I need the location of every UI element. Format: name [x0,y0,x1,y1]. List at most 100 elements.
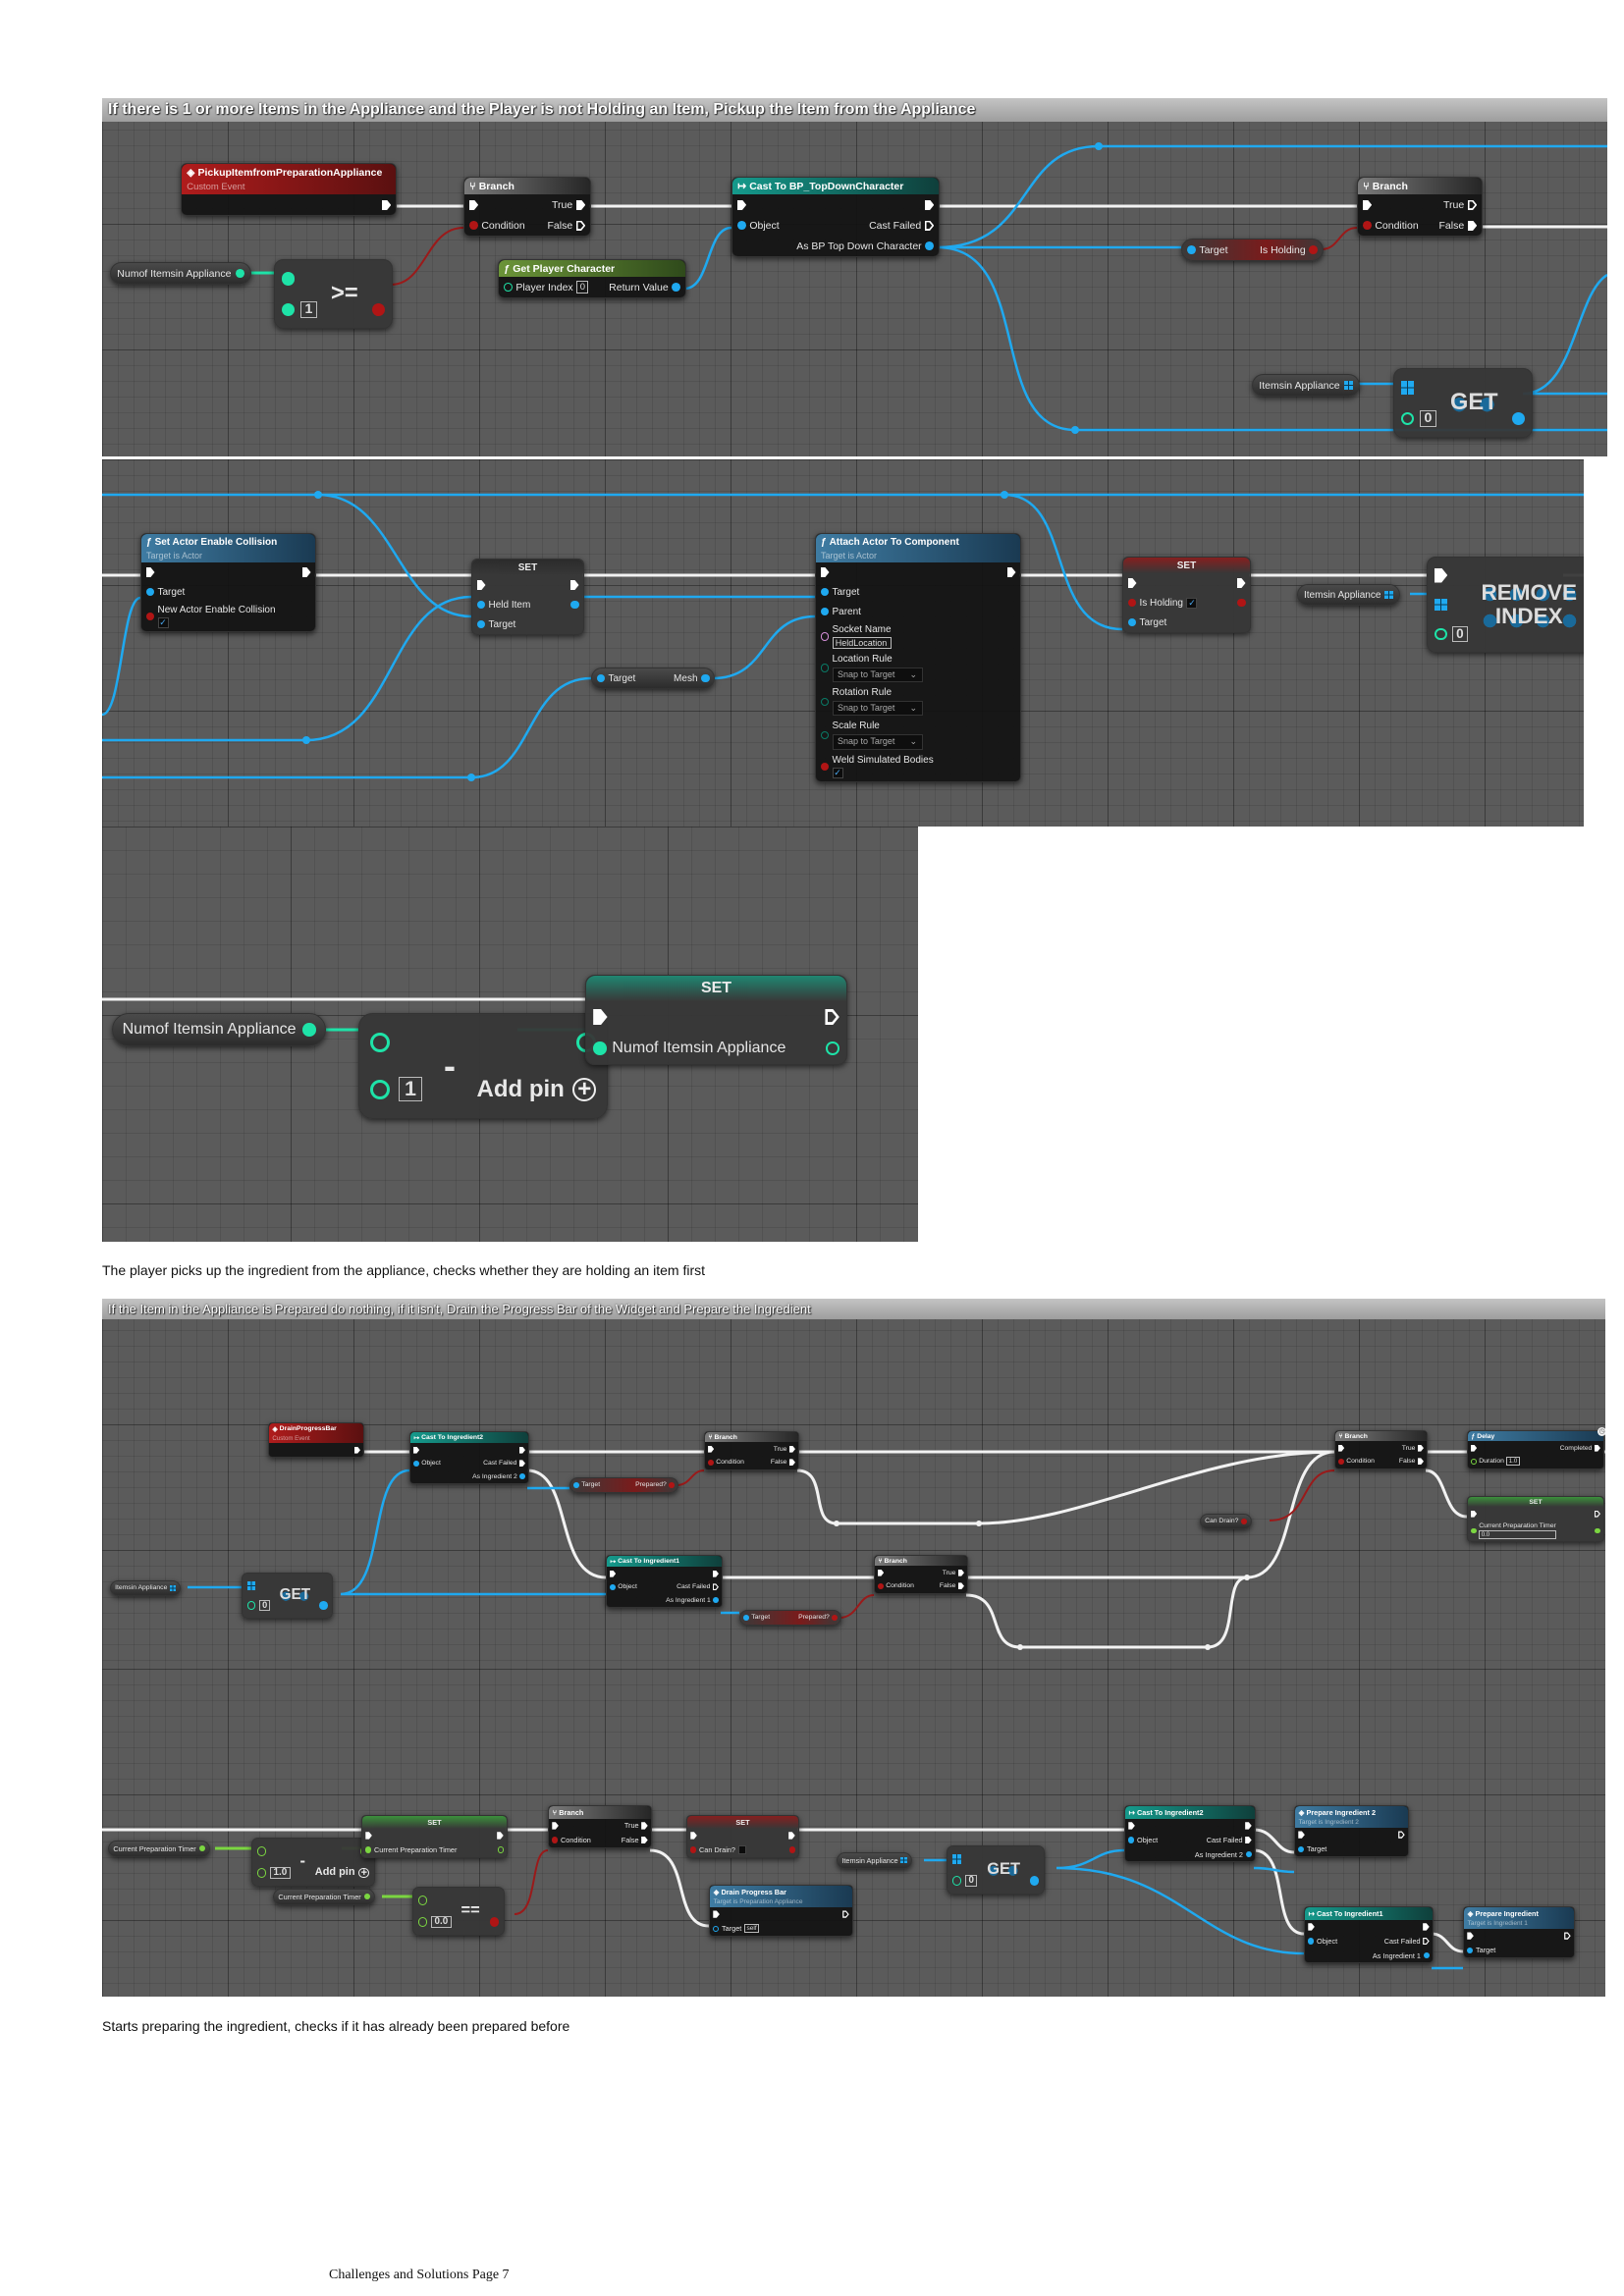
pin-false[interactable]: False [771,1459,795,1466]
exec-pin-icon[interactable] [1245,1836,1252,1844]
pin-exec[interactable] [497,1832,504,1840]
obj-pin-icon[interactable] [1029,1876,1040,1886]
bool-pin-icon[interactable] [552,1837,559,1843]
pin-bool[interactable] [1237,598,1246,608]
obj-pin-icon[interactable] [701,673,710,683]
pin-obj[interactable] [319,1601,328,1610]
bool-pin-icon[interactable] [1127,598,1136,608]
pin-exec[interactable] [301,567,311,577]
exec-o-pin-icon[interactable] [825,1009,839,1025]
exec-pin-icon[interactable] [957,1569,964,1576]
float-pin-icon[interactable] [1595,1527,1600,1534]
exec-pin-icon[interactable] [712,1570,719,1577]
node-header[interactable]: ↦Cast To BP_TopDownCharacter [732,178,939,195]
int-o-pin-icon[interactable] [503,283,513,293]
pin-exec[interactable] [736,199,747,210]
pin-obj[interactable] [1029,1876,1040,1886]
pin-false[interactable]: False [940,1582,964,1589]
pin-true[interactable]: True [1443,199,1478,211]
pin-float-o[interactable]: 0.0 [417,1915,452,1929]
pin-float-o[interactable] [417,1896,428,1905]
pin-obj[interactable] [570,600,579,610]
exec-pin-icon[interactable] [1467,1932,1474,1940]
pin-as-bp-top-down-character[interactable]: As BP Top Down Character [796,240,935,252]
exec-o-pin-icon[interactable] [924,220,935,231]
array-pin-icon[interactable] [1343,381,1353,390]
pin-object[interactable]: Object [1128,1836,1158,1844]
pin-dropdown[interactable]: Snap to Target⌄ [832,667,923,683]
compare-node[interactable]: 1>= [274,259,394,330]
exec-o-pin-icon[interactable] [1423,1937,1430,1946]
float-o-pin-icon[interactable] [1471,1458,1477,1465]
pin-object[interactable]: Object [1308,1937,1337,1946]
exec-pin-icon[interactable] [1128,1822,1135,1830]
node-header[interactable]: SET [687,1816,798,1829]
pin-exec[interactable] [878,1569,885,1576]
pin-parent[interactable]: Parent [820,607,861,617]
blueprint-graph-drain[interactable]: If the Item in the Appliance is Prepared… [102,1299,1605,1669]
pin-array[interactable] [1401,381,1415,395]
checkbox[interactable]: ✓ [832,768,843,779]
exec-pin-icon[interactable] [1594,1444,1600,1452]
pin-weld-simulated-bodies[interactable]: Weld Simulated Bodies✓ [820,752,934,781]
exec-pin-icon[interactable] [413,1446,420,1454]
pin-exec-o[interactable] [825,1009,839,1025]
obj-pin-icon[interactable] [1423,1952,1430,1959]
name-pin-icon[interactable] [820,632,829,641]
node-header[interactable]: SET [472,560,583,575]
obj-pin-icon[interactable] [413,1460,419,1467]
set-can-drain-node[interactable]: SET Can Drain? [686,1815,799,1858]
pin-default-value[interactable]: 0 [1419,409,1436,427]
pin-target[interactable]: Target [1186,244,1228,256]
bool-pin-icon[interactable] [1241,1518,1247,1524]
float-pin-icon[interactable] [365,1846,372,1853]
pin-numof-itemsin-appliance[interactable]: Numof Itemsin Appliance [593,1040,785,1057]
bool-pin-icon[interactable] [878,1582,884,1589]
node-header[interactable]: ⑂Branch [705,1432,798,1443]
exec-pin-icon[interactable] [1298,1831,1305,1839]
exec-pin-icon[interactable] [1471,1510,1478,1518]
obj-pin-icon[interactable] [1186,245,1196,254]
obj-pin-icon[interactable] [1467,1947,1474,1953]
bool-pin-icon[interactable] [1338,1458,1344,1465]
node-header[interactable]: SET [362,1816,507,1829]
exec-pin-icon[interactable] [713,1910,720,1918]
array-pin-icon[interactable] [900,1857,907,1864]
pin-exec[interactable] [610,1570,617,1577]
pin-float-o[interactable] [497,1846,504,1853]
node-header[interactable]: ⑂Branch [875,1556,967,1567]
node-header[interactable]: ⑂Branch [464,178,590,195]
pin-dropdown[interactable]: Snap to Target⌄ [832,733,923,750]
bool-pin-icon[interactable] [1362,221,1372,231]
pin-int-o[interactable]: 0 [246,1599,271,1612]
pin-target[interactable]: Target [1467,1946,1495,1954]
pin-exec[interactable] [1362,199,1373,210]
pin-target[interactable]: Target [476,619,515,630]
exec-pin-icon[interactable] [468,199,479,210]
pin-condition[interactable]: Condition [552,1836,591,1844]
pin-bool[interactable] [489,1917,499,1927]
subtract-node[interactable]: 1.0-Add pin+ [251,1838,376,1888]
obj-pin-icon[interactable] [610,1583,616,1590]
obj-pin-icon[interactable] [820,607,829,616]
comment-box-title[interactable]: If the Item in the Appliance is Prepared… [102,1299,1605,1319]
bool-pin-icon[interactable] [708,1459,714,1466]
pin-cast-failed[interactable]: Cast Failed [1384,1937,1430,1946]
pin-can-drain[interactable]: Can Drain? [690,1845,747,1854]
enum-pin-icon[interactable] [820,730,829,740]
